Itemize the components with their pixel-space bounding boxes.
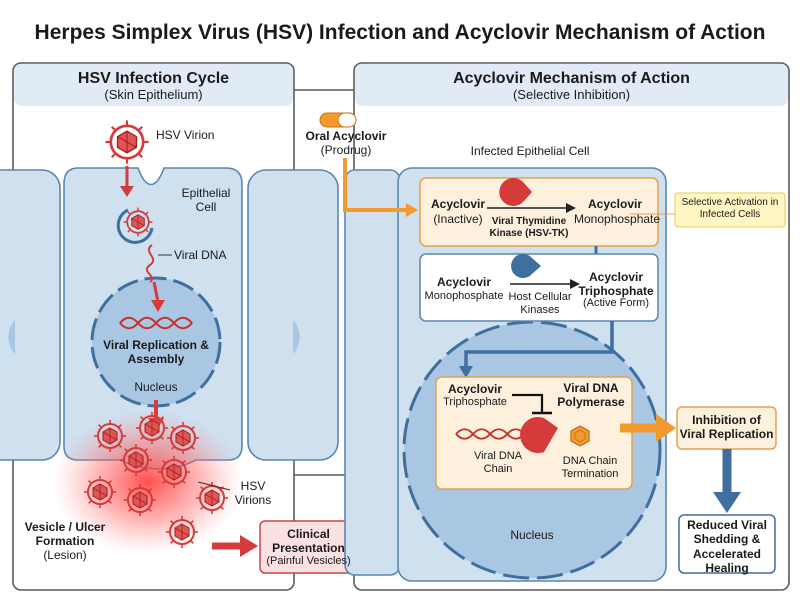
clinical-presentation-title: Clinical Presentation xyxy=(272,527,345,556)
dna-chain-termination-label: DNA Chain Termination xyxy=(561,455,619,481)
step1-right-sub: Monophosphate xyxy=(574,212,661,226)
internalized-virion-icon xyxy=(122,206,154,238)
hsv-virions-label: HSV Virions xyxy=(234,479,272,508)
virion-icon xyxy=(123,483,157,517)
viral-replication-label: Viral Replication & Assembly xyxy=(103,338,209,367)
epithelial-cell-label: Epithelial Cell xyxy=(181,186,231,215)
neighbor-cell-left xyxy=(0,169,61,461)
prodrug-label: (Prodrug) xyxy=(320,143,372,157)
neighbor-nucleus-left xyxy=(8,320,15,354)
clinical-arrow xyxy=(240,535,258,557)
page-title: Herpes Simplex Virus (HSV) Infection and… xyxy=(34,21,766,44)
lesion-label: (Lesion) xyxy=(43,548,87,562)
host-kinase-icon xyxy=(511,254,541,279)
step2-left-title: Acyclovir xyxy=(436,275,492,289)
left-panel-heading: HSV Infection Cycle xyxy=(77,70,230,87)
virion-icon xyxy=(119,443,153,477)
viral-thymidine-kinase-label: Viral Thymidine Kinase (HSV-TK) xyxy=(489,216,569,239)
virion-icon xyxy=(165,515,199,549)
outcome-label: Reduced Viral Shedding & Accelerated Hea… xyxy=(687,518,767,576)
to-nucleus-arrow xyxy=(464,321,614,368)
host-kinases-label: Host Cellular Kinases xyxy=(508,291,572,317)
left-nucleus-label: Nucleus xyxy=(134,380,178,394)
step1-right-title: Acyclovir xyxy=(587,197,643,211)
step3-left-sub: Triphosphate xyxy=(443,396,507,408)
viral-dna-strand xyxy=(145,244,155,283)
step1-box xyxy=(419,177,659,247)
viral-dna-polymerase-icon xyxy=(520,417,558,453)
neighbor-cell xyxy=(344,169,401,576)
virion-icon xyxy=(83,475,117,509)
viral-dna-polymerase-label: Viral DNA Polymerase xyxy=(557,381,625,410)
virion-icon xyxy=(135,411,169,445)
vesicle-ulcer-label: Vesicle / Ulcer Formation xyxy=(24,520,106,549)
right-panel-header xyxy=(355,64,788,106)
step2-right-sub: (Active Form) xyxy=(583,297,649,309)
left-panel-header xyxy=(14,64,293,106)
termination-hexagon-icon xyxy=(570,425,590,447)
dna-to-nucleus-arrow xyxy=(151,300,165,312)
step1-left-title: Acyclovir xyxy=(430,197,486,211)
oral-acyclovir-label: Oral Acyclovir xyxy=(305,129,387,143)
right-panel-heading: Acyclovir Mechanism of Action xyxy=(453,70,690,87)
right-panel-subheading: (Selective Inhibition) xyxy=(512,87,631,102)
outcome-box xyxy=(678,514,776,574)
virion-icon xyxy=(195,481,229,515)
infected-cell-label: Infected Epithelial Cell xyxy=(470,144,590,158)
step2-right-title: Acyclovir Triphosphate xyxy=(578,270,654,299)
hsv-virion-icon xyxy=(104,119,150,165)
virion-icon xyxy=(166,421,200,455)
step1-left-sub: (Inactive) xyxy=(433,212,483,226)
hsv-virion-label: HSV Virion xyxy=(156,128,215,142)
viral-dna-label: Viral DNA xyxy=(174,248,227,262)
step3-left-title: Acyclovir xyxy=(447,382,503,396)
viral-dna-chain-label: Viral DNA Chain xyxy=(473,450,523,476)
virion-icon xyxy=(157,455,191,489)
step2-box xyxy=(419,253,659,322)
neighbor-cell-right xyxy=(247,169,339,461)
selective-activation-note xyxy=(674,192,786,228)
left-panel-subheading: (Skin Epithelium) xyxy=(104,87,203,102)
neighbor-nucleus-right xyxy=(293,320,300,354)
viral-thymidine-kinase-icon xyxy=(499,178,532,207)
oral-intake-arrow xyxy=(343,158,408,212)
selective-activation-text: Selective Activation in Infected Cells xyxy=(681,197,779,220)
inhibition-line xyxy=(512,393,544,412)
inhibition-label: Inhibition of Viral Replication xyxy=(679,413,774,442)
step2-left-sub: Monophosphate xyxy=(424,290,504,302)
endosome-membrane xyxy=(116,208,154,244)
virion-icon xyxy=(93,419,127,453)
clinical-presentation-sub: (Painful Vesicles) xyxy=(266,555,351,567)
right-nucleus-label: Nucleus xyxy=(510,528,554,542)
